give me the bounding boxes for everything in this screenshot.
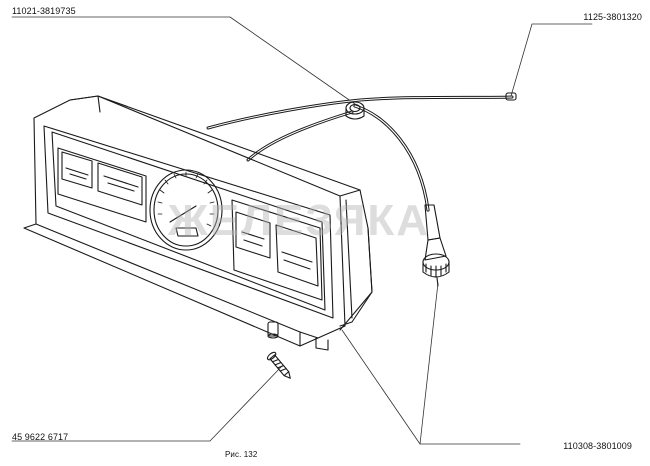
warning-lamp-panels-left [57,147,147,223]
leader-line-top-right [510,23,593,97]
leader-line-top-left [11,16,356,105]
bracket-tab [315,337,329,351]
cluster-bezel [23,95,346,347]
speedometer-cable [353,104,430,212]
grommet [345,101,365,120]
figure-caption: Рис. 132 [225,450,258,459]
part-number-label-bottom-left: 45 9622 6717 [12,432,69,442]
speedometer-needle [169,205,197,223]
part-number-label-top-left: 11021-3819735 [12,6,76,16]
tube-end [505,92,517,101]
self-tapping-screw [266,351,291,379]
warning-lamp-panels-right [231,199,323,301]
cable-to-cluster [246,110,354,162]
leader-line-bottom-right-2 [419,282,439,445]
cable-connector [422,204,450,287]
leader-lines [11,16,593,445]
speedometer-dial [149,169,223,251]
watermark: ЖЕЛЕЗЯКА [168,196,431,245]
part-number-label-bottom-right: 110308-3801009 [563,441,632,451]
leader-line-bottom-left [11,365,283,442]
part-number-label-top-right: 1125-3801320 [583,12,642,22]
mounting-stud [267,321,279,339]
